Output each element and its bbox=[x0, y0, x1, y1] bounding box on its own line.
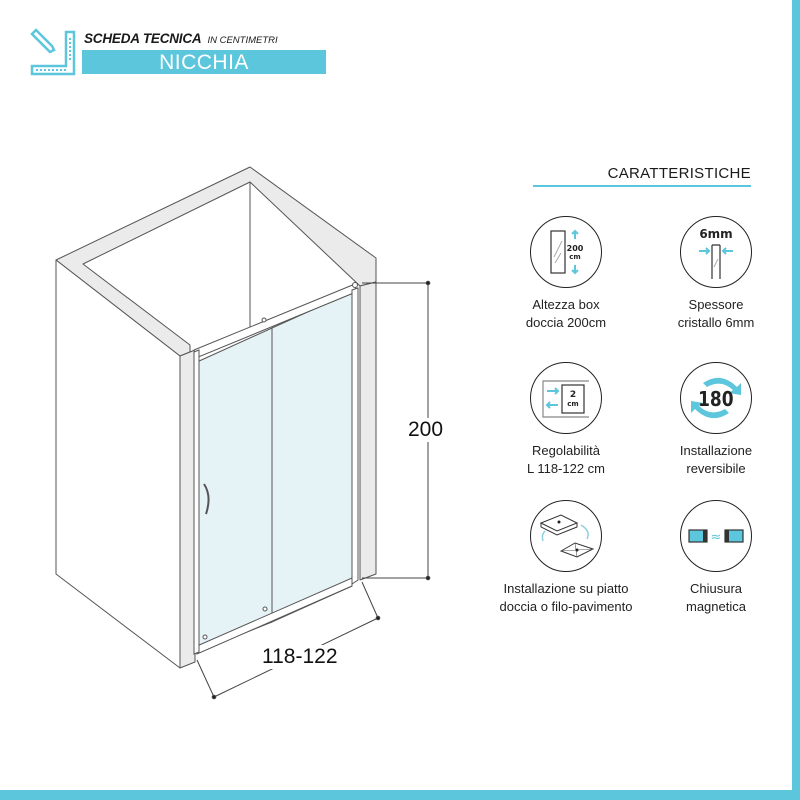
feature-label: Chiusura magnetica bbox=[636, 580, 796, 616]
door-profile bbox=[351, 287, 359, 585]
feature-height: 200 cm Altezza box doccia 200cm bbox=[486, 216, 646, 332]
svg-text:6mm: 6mm bbox=[699, 227, 732, 241]
feature-reversible: 180 Installazione reversibile bbox=[636, 362, 796, 478]
glass-height-icon: 200 cm bbox=[550, 229, 584, 275]
feature-circle: 6mm bbox=[680, 216, 752, 288]
accent-border-right bbox=[792, 0, 800, 800]
subtitle-text: IN CENTIMETRI bbox=[207, 35, 278, 46]
feature-label: Installazione reversibile bbox=[636, 442, 796, 478]
feature-label-line1: Spessore bbox=[688, 297, 744, 312]
height-dimension-label: 200 bbox=[406, 418, 446, 442]
svg-text:cm: cm bbox=[567, 400, 578, 408]
feature-label-line2: doccia 200cm bbox=[525, 315, 607, 330]
feature-label-line1: Altezza box bbox=[532, 297, 600, 312]
door-profile-left bbox=[193, 349, 200, 655]
feature-label-line2: doccia o filo-pavimento bbox=[499, 599, 633, 614]
title-text: SCHEDA TECNICA bbox=[84, 31, 202, 46]
feature-label: Regolabilità L 118-122 cm bbox=[486, 442, 646, 478]
feature-adjustable: 2 cm Regolabilità L 118-122 cm bbox=[486, 362, 646, 478]
feature-circle: 180 bbox=[680, 362, 752, 434]
niche-band: NICCHIA bbox=[82, 50, 326, 74]
feature-circle: 2 cm bbox=[530, 362, 602, 434]
svg-text:180: 180 bbox=[698, 389, 734, 412]
features-title: CARATTERISTICHE bbox=[607, 165, 751, 182]
width-dimension-label: 118-122 bbox=[260, 645, 340, 669]
feature-label: Installazione su piatto doccia o filo-pa… bbox=[486, 580, 646, 616]
feature-circle: ≈ bbox=[680, 500, 752, 572]
glass-panel-right bbox=[271, 291, 353, 623]
feature-label-line2: cristallo 6mm bbox=[677, 315, 755, 330]
right-wall-pillar bbox=[359, 281, 377, 581]
feature-label-line2: L 118-122 cm bbox=[526, 461, 606, 476]
magnetic-closure-icon: ≈ bbox=[688, 529, 744, 545]
feature-label-line1: Installazione su piatto bbox=[503, 581, 629, 596]
feature-label-line1: Chiusura bbox=[689, 581, 743, 596]
feature-label-line1: Installazione bbox=[679, 443, 753, 458]
glass-thickness-icon: 6mm bbox=[699, 227, 733, 279]
glass-panel-left bbox=[196, 327, 273, 653]
svg-text:2: 2 bbox=[570, 390, 576, 400]
door-handle bbox=[203, 483, 210, 515]
feature-installation: Installazione su piatto doccia o filo-pa… bbox=[486, 500, 646, 616]
feature-magnetic: ≈ Chiusura magnetica bbox=[636, 500, 796, 616]
left-wall-edge bbox=[179, 349, 196, 669]
accent-border-bottom bbox=[0, 790, 800, 800]
feature-circle: 200 cm bbox=[530, 216, 602, 288]
tray-or-floor-icon bbox=[539, 514, 595, 558]
header-title: SCHEDA TECNICA IN CENTIMETRI bbox=[84, 31, 278, 46]
left-wall bbox=[55, 259, 181, 669]
feature-label: Spessore cristallo 6mm bbox=[636, 296, 796, 332]
features-divider bbox=[533, 185, 751, 187]
feature-label-line2: magnetica bbox=[686, 599, 746, 614]
svg-text:cm: cm bbox=[569, 253, 580, 261]
ruler-pencil-icon bbox=[30, 28, 76, 76]
reversible-180-icon: 180 bbox=[691, 377, 741, 419]
svg-text:≈: ≈ bbox=[711, 530, 722, 545]
feature-circle bbox=[530, 500, 602, 572]
feature-thickness: 6mm Spessore cristallo 6mm bbox=[636, 216, 796, 332]
feature-label-line2: reversibile bbox=[686, 461, 746, 476]
svg-text:200: 200 bbox=[567, 244, 584, 253]
feature-label: Altezza box doccia 200cm bbox=[486, 296, 646, 332]
feature-label-line1: Regolabilità bbox=[532, 443, 600, 458]
adjustable-width-icon: 2 cm bbox=[542, 380, 589, 418]
